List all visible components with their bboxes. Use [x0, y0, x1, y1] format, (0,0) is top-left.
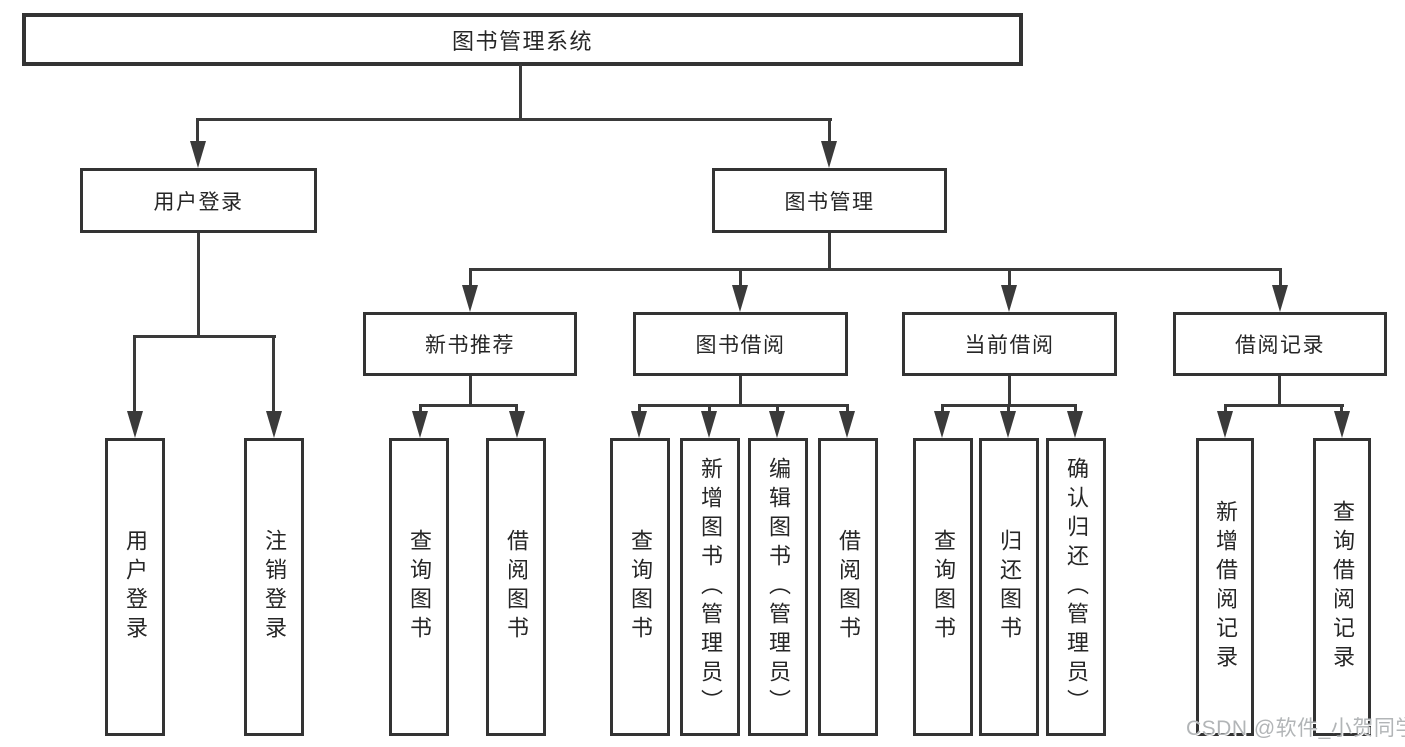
connector-stem-user-login — [197, 233, 200, 338]
arrowhead-down-icon — [821, 141, 837, 168]
connector-drop — [469, 268, 472, 290]
leaf-label: 确认归还（管理员） — [1064, 456, 1089, 718]
node-borrow-record: 借阅记录 — [1173, 312, 1387, 376]
connector-drop — [1008, 268, 1011, 290]
arrowhead-down-icon — [127, 411, 143, 438]
leaf-label: 注销登录 — [262, 529, 287, 645]
connector-drop — [1340, 404, 1343, 414]
connector-drop — [941, 404, 944, 414]
arrowhead-down-icon — [462, 285, 478, 312]
arrowhead-down-icon — [769, 411, 785, 438]
connector-drop — [1074, 404, 1077, 414]
csdn-watermark: CSDN @软件_小贺同学 — [1186, 717, 1405, 740]
connector-drop — [1224, 404, 1227, 414]
arrowhead-down-icon — [412, 411, 428, 438]
arrowhead-down-icon — [266, 411, 282, 438]
leaf-label: 编辑图书（管理员） — [766, 456, 791, 718]
connector-drop — [1007, 404, 1010, 414]
connector-drop — [272, 335, 275, 415]
connector-stem-borrow-record — [1278, 376, 1281, 407]
arrowhead-down-icon — [1067, 411, 1083, 438]
node-label: 新书推荐 — [425, 334, 515, 357]
node-label: 图书管理 — [784, 190, 875, 214]
arrowhead-down-icon — [701, 411, 717, 438]
leaf-query-books-recommend: 查询图书 — [389, 438, 449, 736]
connector-bar-new-book-recommend — [419, 404, 518, 407]
connector-drop — [133, 335, 136, 415]
connector-bar-user-login — [133, 335, 276, 338]
node-library-management-system: 图书管理系统 — [22, 13, 1023, 66]
node-current-borrow: 当前借阅 — [902, 312, 1117, 376]
connector-stem-book-management — [828, 233, 831, 271]
leaf-query-books-current: 查询图书 — [913, 438, 973, 736]
connector-drop — [739, 268, 742, 290]
arrowhead-down-icon — [732, 285, 748, 312]
leaf-label: 查询图书 — [931, 529, 956, 645]
node-label: 当前借阅 — [964, 334, 1055, 357]
node-label: 借阅记录 — [1235, 334, 1325, 357]
arrowhead-down-icon — [631, 411, 647, 438]
leaf-label: 借阅图书 — [836, 529, 861, 645]
leaf-logout: 注销登录 — [244, 438, 304, 736]
leaf-confirm-return-admin: 确认归还（管理员） — [1046, 438, 1106, 736]
leaf-query-borrow-record: 查询借阅记录 — [1313, 438, 1371, 736]
arrowhead-down-icon — [1334, 411, 1350, 438]
connector-drop — [708, 404, 711, 414]
connector-drop — [638, 404, 641, 414]
leaf-label: 新增图书（管理员） — [698, 456, 723, 718]
connector-drop — [1279, 268, 1282, 290]
leaf-borrow-books-recommend: 借阅图书 — [486, 438, 546, 736]
arrowhead-down-icon — [934, 411, 950, 438]
connector-drop — [419, 404, 422, 414]
leaf-add-borrow-record: 新增借阅记录 — [1196, 438, 1254, 736]
leaf-label: 借阅图书 — [504, 529, 529, 645]
connector-drop — [846, 404, 849, 414]
connector-drop — [515, 404, 518, 414]
leaf-add-books-admin: 新增图书（管理员） — [680, 438, 740, 736]
leaf-edit-books-admin: 编辑图书（管理员） — [748, 438, 808, 736]
node-book-borrow: 图书借阅 — [633, 312, 848, 376]
connector-stem-current-borrow — [1008, 376, 1011, 407]
connector-drop — [828, 118, 831, 148]
connector-stem-new-book-recommend — [469, 376, 472, 407]
connector-drop — [196, 118, 199, 148]
leaf-label: 归还图书 — [997, 529, 1022, 645]
connector-stem-book-borrow — [739, 376, 742, 407]
node-new-book-recommend: 新书推荐 — [363, 312, 577, 376]
leaf-label: 用户登录 — [123, 529, 148, 645]
leaf-label: 查询图书 — [407, 529, 432, 645]
node-label: 图书管理系统 — [451, 28, 593, 54]
leaf-label: 新增借阅记录 — [1213, 500, 1238, 674]
node-label: 图书借阅 — [695, 334, 786, 357]
connector-bar-root — [196, 118, 832, 121]
arrowhead-down-icon — [839, 411, 855, 438]
arrowhead-down-icon — [1000, 411, 1016, 438]
leaf-query-books-borrow: 查询图书 — [610, 438, 670, 736]
node-book-management: 图书管理 — [712, 168, 947, 233]
leaf-label: 查询借阅记录 — [1330, 500, 1355, 674]
node-user-login: 用户登录 — [80, 168, 317, 233]
connector-bar-borrow-record — [1224, 404, 1344, 407]
connector-stem-root — [519, 64, 522, 120]
connector-bar-book-management — [469, 268, 1282, 271]
node-label: 用户登录 — [153, 190, 244, 214]
leaf-return-books: 归还图书 — [979, 438, 1039, 736]
arrowhead-down-icon — [1001, 285, 1017, 312]
arrowhead-down-icon — [1217, 411, 1233, 438]
arrowhead-down-icon — [509, 411, 525, 438]
leaf-borrow-books: 借阅图书 — [818, 438, 878, 736]
arrowhead-down-icon — [190, 141, 206, 168]
leaf-user-login: 用户登录 — [105, 438, 165, 736]
leaf-label: 查询图书 — [628, 529, 653, 645]
connector-bar-book-borrow — [638, 404, 849, 407]
connector-drop — [776, 404, 779, 414]
arrowhead-down-icon — [1272, 285, 1288, 312]
